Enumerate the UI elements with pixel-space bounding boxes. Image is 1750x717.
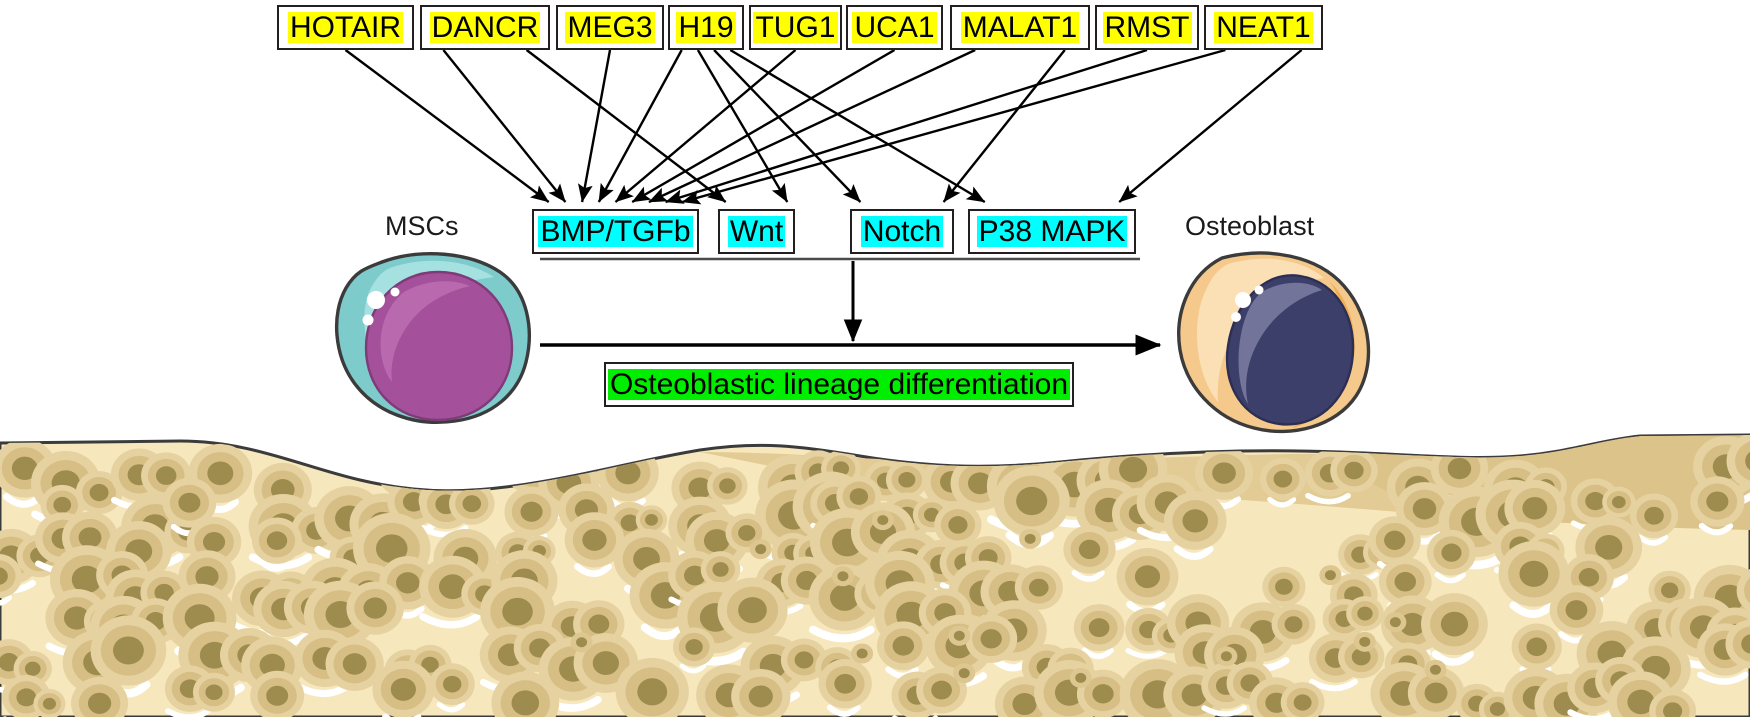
bone-lacuna: [1696, 619, 1750, 685]
bone-lacuna: [164, 665, 236, 717]
bone-lacuna: [90, 615, 167, 698]
lncrna-box-neat1[interactable]: NEAT1: [1204, 5, 1323, 50]
bone-lacuna-small: [953, 663, 976, 684]
lncrna-box-label: TUG1: [753, 10, 838, 44]
bone-lacuna: [2, 674, 66, 717]
bone-lacuna-small: [1424, 659, 1447, 680]
bone-lacuna-small: [1215, 646, 1238, 667]
bone-lacuna: [891, 666, 967, 717]
bone-lacuna: [429, 663, 475, 713]
bone-lacuna: [1368, 516, 1421, 573]
bone-lacuna: [1230, 602, 1316, 672]
bone-lacuna-small: [831, 566, 854, 587]
lncrna-box-label: H19: [676, 10, 736, 44]
pathway-box-bmp-tgfb[interactable]: BMP/TGFb: [532, 209, 699, 254]
outcome-label: Osteoblastic lineage differentiation: [607, 367, 1071, 401]
bone-lacuna: [162, 477, 217, 537]
bone-lacuna: [0, 553, 22, 606]
lncrna-box-label: RMST: [1102, 10, 1192, 44]
lncrna-box-dancr[interactable]: DANCR: [420, 5, 550, 50]
bone-lacuna: [564, 512, 625, 577]
bone-lacuna-small: [1384, 612, 1407, 633]
lncrna-box-tug1[interactable]: TUG1: [749, 5, 842, 50]
bone-lacuna: [696, 664, 791, 717]
bone-lacuna-small: [749, 539, 772, 560]
bone-lacuna: [1260, 457, 1306, 508]
bone-lacuna-small: [851, 643, 874, 664]
bone-lacuna-small: [1319, 565, 1342, 586]
lncrna-box-hotair[interactable]: HOTAIR: [277, 5, 414, 50]
osteoblast-label: Osteoblast: [1185, 211, 1315, 241]
bone-lacuna-small: [871, 510, 894, 531]
bone-lacuna: [250, 670, 305, 717]
bone-lacuna: [1426, 529, 1477, 584]
bone-lacuna: [1201, 661, 1274, 717]
pathway-box-label: Wnt: [727, 214, 786, 248]
bone-lacuna: [372, 660, 435, 717]
bone-lacuna: [1063, 525, 1116, 582]
pathway-box-label: P38 MAPK: [976, 214, 1128, 248]
lncrna-box-label: UCA1: [852, 10, 937, 44]
bone-lacuna: [809, 502, 916, 589]
pathway-box-label: BMP/TGFb: [538, 214, 693, 248]
bone-lacuna: [1073, 604, 1125, 660]
bone-lacuna: [294, 629, 384, 698]
bone-lacuna-small: [1353, 631, 1376, 652]
lncrna-box-label: DANCR: [429, 10, 541, 44]
lncrna-box-rmst[interactable]: RMST: [1095, 5, 1199, 50]
lncrna-box-malat1[interactable]: MALAT1: [950, 5, 1090, 50]
lncrna-box-meg3[interactable]: MEG3: [556, 5, 664, 50]
pathway-box-wnt[interactable]: Wnt: [718, 209, 795, 254]
bone-lacuna: [491, 671, 560, 717]
lncrna-box-label: MALAT1: [960, 10, 1080, 44]
bone-lacuna: [1690, 476, 1745, 536]
bone-lacuna-small: [570, 632, 593, 653]
lncrna-box-uca1[interactable]: UCA1: [846, 5, 943, 50]
bone-lacuna: [419, 479, 495, 538]
bone-lacuna: [1607, 671, 1697, 717]
lncrna-box-label: HOTAIR: [287, 10, 404, 44]
bone-lacuna: [1249, 677, 1325, 717]
bone-lacuna: [672, 627, 716, 674]
bone-lacuna: [615, 657, 689, 717]
lncrna-box-h19[interactable]: H19: [668, 5, 744, 50]
bone-lacuna: [818, 659, 872, 717]
bone-lacuna: [1163, 491, 1227, 560]
pathway-box-label: Notch: [860, 214, 944, 248]
bone-lacuna: [1305, 448, 1378, 505]
bone-lacuna: [1421, 593, 1488, 666]
bone-lacuna: [1498, 541, 1570, 618]
bone-lacuna-small: [1019, 528, 1042, 549]
bone-lacuna: [993, 465, 1070, 549]
lncrna-box-label: MEG3: [565, 10, 655, 44]
bone-lacuna: [1370, 662, 1465, 717]
bone-lacuna: [251, 517, 303, 572]
bone-lacuna-small: [948, 625, 971, 646]
bone-lacuna: [1322, 596, 1384, 646]
msc-label: MSCs: [385, 211, 459, 241]
pathway-box-p38-mapk[interactable]: P38 MAPK: [968, 209, 1136, 254]
outcome-box-osteoblastic-lineage-differentiation[interactable]: Osteoblastic lineage differentiation: [604, 362, 1074, 407]
bone-lacuna: [1629, 493, 1679, 546]
pathway-box-notch[interactable]: Notch: [850, 209, 954, 254]
lncrna-box-label: NEAT1: [1214, 10, 1313, 44]
bone-lacuna-small: [1069, 667, 1092, 688]
